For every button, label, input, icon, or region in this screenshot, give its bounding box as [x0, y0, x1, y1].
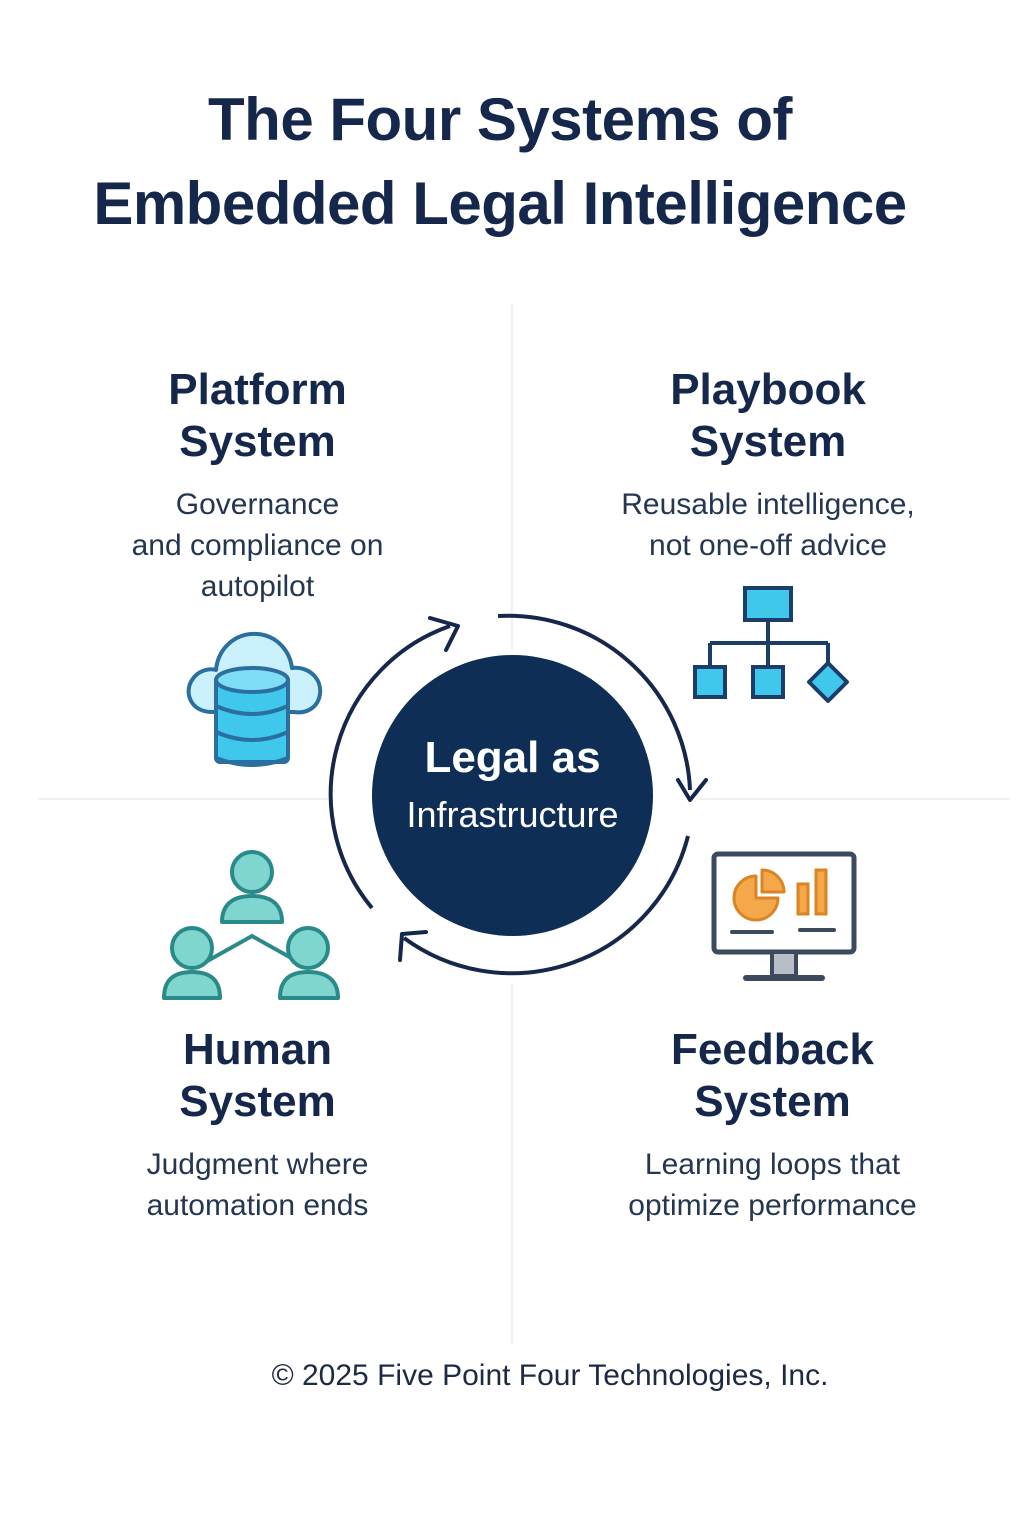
playbook-heading: Playbook System	[568, 364, 968, 468]
copyright-footer: © 2025 Five Point Four Technologies, Inc…	[271, 1359, 829, 1392]
playbook-desc-line-2: not one-off advice	[649, 529, 887, 562]
title-line-1: The Four Systems of	[208, 86, 792, 153]
monitor-chart-icon	[711, 851, 857, 981]
people-network-icon	[162, 850, 340, 1000]
human-heading-line-2: System	[179, 1077, 336, 1126]
human-desc-line-2: automation ends	[146, 1189, 369, 1222]
playbook-desc-line-1: Reusable intelligence,	[621, 488, 915, 521]
page-title: The Four Systems of Embedded Legal Intel…	[0, 78, 1000, 246]
platform-heading: Platform System	[60, 364, 455, 468]
human-desc-line-1: Judgment where	[146, 1148, 369, 1181]
center-line-1: Legal as	[424, 733, 601, 782]
platform-heading-line-1: Platform	[168, 365, 347, 414]
feedback-heading-line-2: System	[694, 1077, 851, 1126]
divider-vertical-top	[511, 305, 513, 650]
feedback-description: Learning loops that optimize performance	[570, 1144, 975, 1226]
arrow-head-top	[428, 616, 460, 652]
playbook-heading-line-2: System	[689, 417, 847, 466]
feedback-heading: Feedback System	[570, 1024, 975, 1128]
human-description: Judgment where automation ends	[60, 1144, 455, 1226]
platform-system: Platform System Governance and complianc…	[60, 364, 455, 607]
platform-description: Governance and compliance on autopilot	[60, 484, 455, 607]
cycle-arc-bottom	[402, 835, 690, 976]
center-line-2: Infrastructure	[406, 794, 619, 835]
cloud-database-icon	[186, 631, 323, 767]
human-heading-line-1: Human	[182, 1025, 333, 1074]
feedback-heading-line-1: Feedback	[671, 1025, 874, 1074]
divider-vertical-bottom	[511, 985, 513, 1345]
feedback-desc-line-1: Learning loops that	[644, 1148, 901, 1181]
center-hub: Legal as Infrastructure	[372, 655, 653, 936]
flowchart-icon	[693, 586, 849, 703]
playbook-system: Playbook System Reusable intelligence, n…	[568, 364, 968, 566]
human-heading: Human System	[60, 1024, 455, 1128]
platform-heading-line-2: System	[179, 417, 336, 466]
cycle-arc-top-left	[328, 624, 451, 910]
playbook-heading-line-1: Playbook	[670, 365, 866, 414]
playbook-description: Reusable intelligence, not one-off advic…	[568, 484, 968, 566]
arrow-head-bottom	[398, 930, 428, 962]
arrow-head-right	[676, 778, 708, 802]
title-line-2: Embedded Legal Intelligence	[93, 170, 907, 237]
divider-horizontal-right	[700, 798, 1010, 800]
divider-horizontal-left	[38, 798, 328, 800]
platform-desc-line-1: Governance	[175, 488, 340, 521]
platform-desc-line-2: and compliance on	[131, 529, 384, 562]
feedback-system: Feedback System Learning loops that opti…	[570, 1024, 975, 1226]
cycle-arc-top-right	[497, 613, 692, 791]
platform-desc-line-3: autopilot	[200, 570, 315, 603]
feedback-desc-line-2: optimize performance	[628, 1189, 917, 1222]
human-system: Human System Judgment where automation e…	[60, 1024, 455, 1226]
